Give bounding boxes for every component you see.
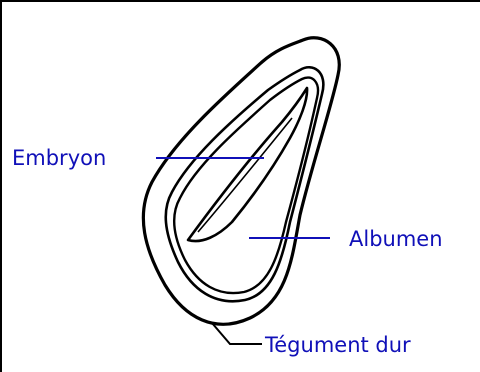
seed-coat-leader-line xyxy=(212,323,262,344)
embryo-shape xyxy=(188,88,307,241)
embryo-label: Embryon xyxy=(12,146,106,170)
seed-coat-label: Tégument dur xyxy=(264,333,411,357)
albumen-label: Albumen xyxy=(349,227,443,251)
embryo-inner-line xyxy=(198,118,292,232)
